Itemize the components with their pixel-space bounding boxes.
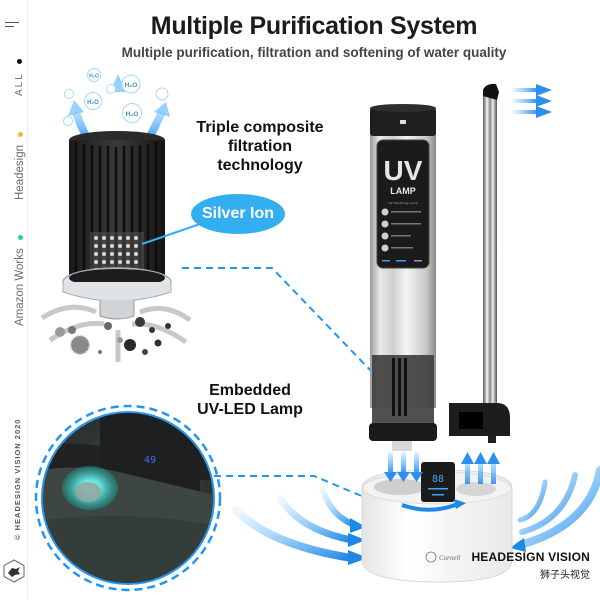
uv-led-inset: 49 <box>34 404 222 592</box>
uv-led-label: Embedded UV-LED Lamp <box>180 381 320 419</box>
purifier-brand-logo: Cornell <box>439 554 460 562</box>
outflow-arrows <box>510 84 552 118</box>
brand-name: HEADESIGN VISION <box>471 550 590 564</box>
uv-led-line: UV-LED Lamp <box>197 401 303 418</box>
filtration-line: filtration <box>228 138 292 155</box>
silver-ion-badge: Silver Ion <box>191 194 285 234</box>
purifier-display-value: 88 <box>432 474 444 485</box>
h2o-label: H₂O <box>87 100 99 106</box>
uv-caption: UV Sterilizing Lamp <box>388 201 417 205</box>
h2o-label: H₂O <box>89 74 99 80</box>
inset-display-value: 49 <box>144 455 156 466</box>
brand-name-cn: 狮子头视觉 <box>540 570 590 581</box>
filtration-label: Triple composite filtration technology <box>170 118 350 175</box>
filtration-line: technology <box>217 157 303 174</box>
page-title: Multiple Purification System <box>150 12 478 40</box>
uv-lamp-text: LAMP <box>390 186 416 196</box>
brand-watermark: HEADESIGN VISION 狮子头视觉 <box>471 550 590 581</box>
purifier-base: 88 Cornell <box>232 452 600 583</box>
sidebar: ALL Headesign Amazon Works © HEADESIGN V… <box>0 0 28 600</box>
uv-led-line: Embedded <box>209 382 291 399</box>
h2o-label: H₂O <box>126 111 139 118</box>
uv-big-text: UV <box>384 155 423 186</box>
lion-head-logo-icon[interactable] <box>3 559 25 583</box>
filter-cartridge: H₂O H₂O H₂O H₂O <box>40 68 192 362</box>
steel-rod <box>449 83 510 443</box>
hamburger-icon[interactable] <box>5 22 19 30</box>
filtration-line: Triple composite <box>196 119 324 136</box>
h2o-label: H₂O <box>125 82 138 89</box>
silver-ion-pointer <box>141 223 201 245</box>
uv-lamp-tube: UV LAMP UV Sterilizing Lamp <box>369 104 437 451</box>
bacteria-particles <box>55 317 171 355</box>
h2o-molecules: H₂O H₂O H₂O H₂O <box>63 68 169 126</box>
page-subtitle: Multiple purification, filtration and so… <box>121 45 507 60</box>
